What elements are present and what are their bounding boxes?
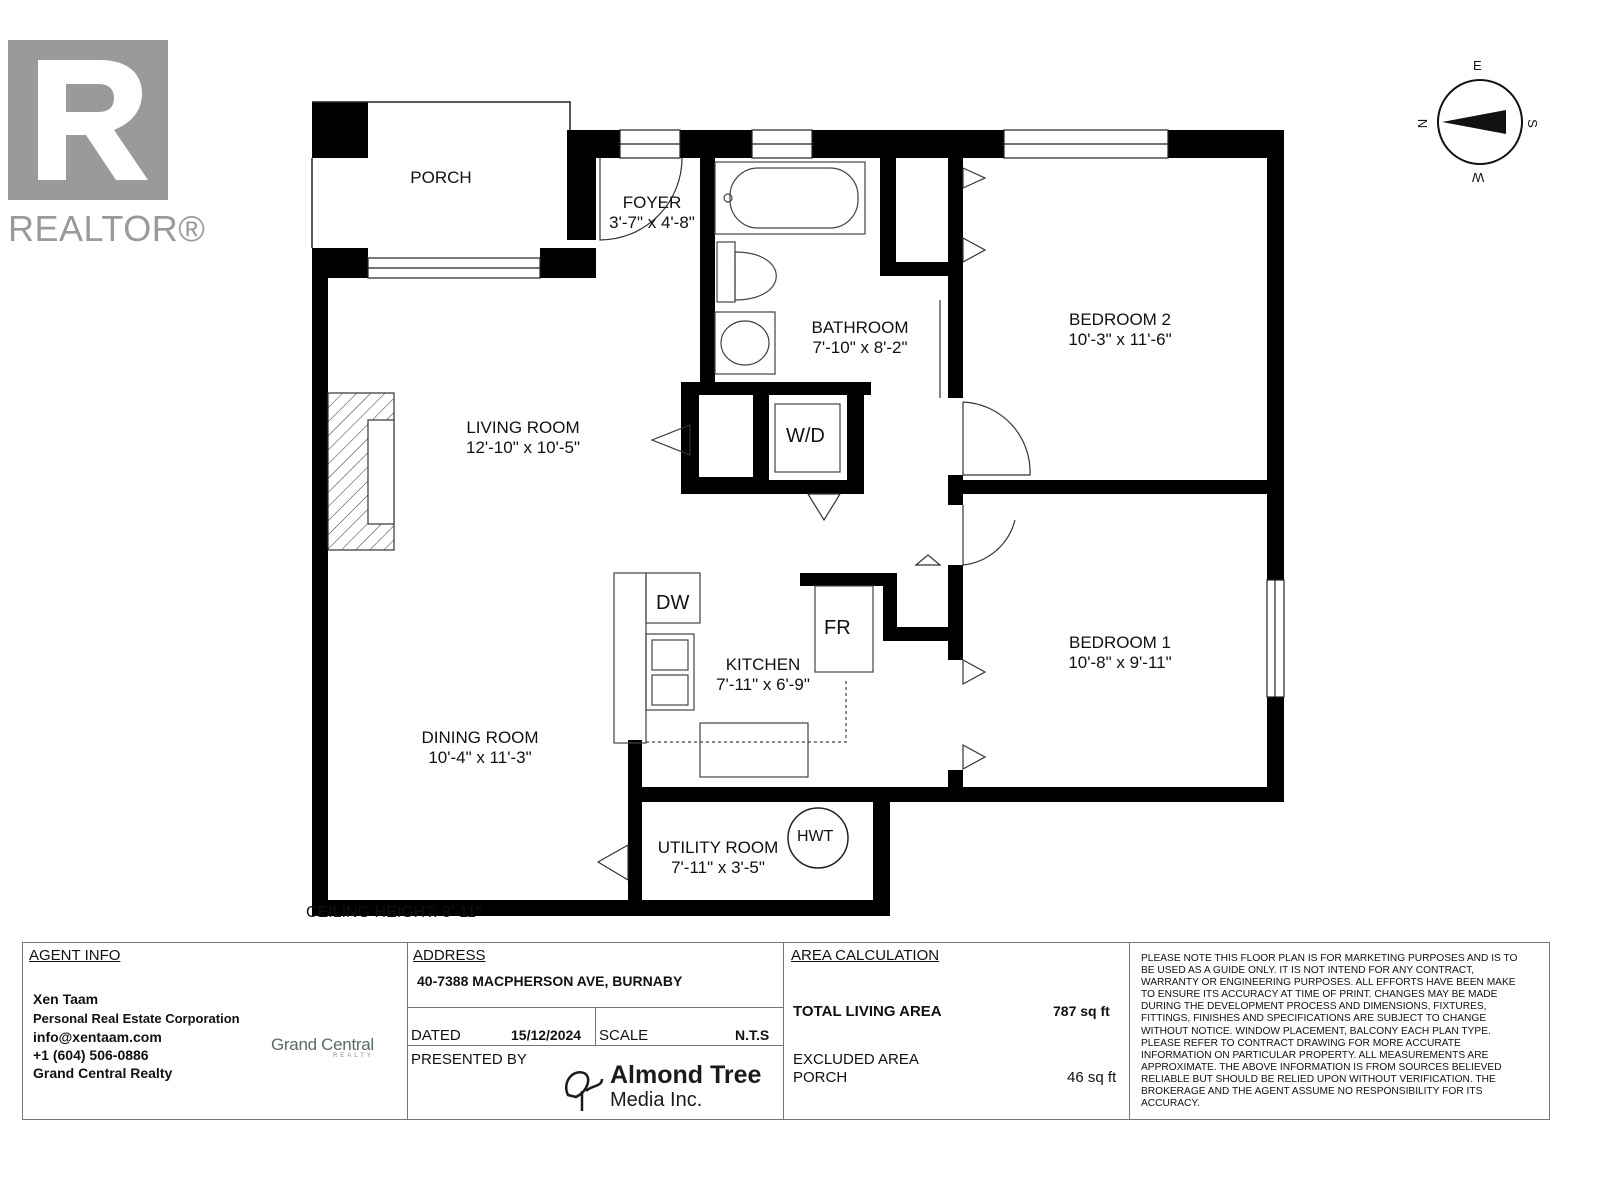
agent-email[interactable]: info@xentaam.com — [33, 1029, 162, 1045]
room-name: UTILITY ROOM — [657, 838, 779, 857]
room-foyer: FOYER 3'-7" x 4'-8" — [592, 193, 712, 233]
info-footer: AGENT INFO Xen Taam Personal Real Estate… — [22, 942, 1550, 1120]
hot-water-tank-label: HWT — [797, 828, 834, 845]
room-bedroom-2: BEDROOM 2 10'-3" x 11'-6" — [1050, 310, 1190, 350]
ceiling-height: CEILING HEIGHT: 8'-11" — [306, 904, 482, 921]
scale-label: SCALE — [599, 1027, 649, 1044]
disclaimer: PLEASE NOTE THIS FLOOR PLAN IS FOR MARKE… — [1141, 953, 1518, 1110]
address-heading: ADDRESS — [413, 947, 486, 964]
realtor-wordmark: REALTOR® — [8, 208, 206, 249]
presenter-line-2: Media Inc. — [610, 1089, 703, 1111]
agent-corporation: Personal Real Estate Corporation — [33, 1011, 240, 1026]
porch-area-label: PORCH — [793, 1069, 848, 1086]
compass-icon — [1437, 79, 1523, 165]
excluded-area-label: EXCLUDED AREA — [793, 1051, 919, 1068]
room-bathroom: BATHROOM 7'-10" x 8'-2" — [800, 318, 920, 358]
room-dining: DINING ROOM 10'-4" x 11'-3" — [410, 728, 550, 768]
porch-outline — [311, 101, 571, 248]
room-dims: 12'-10" x 10'-5" — [465, 438, 580, 457]
room-name: LIVING ROOM — [466, 418, 580, 437]
fridge-label: FR — [824, 617, 851, 639]
room-name: KITCHEN — [725, 655, 801, 674]
compass: E N S W — [1410, 58, 1550, 198]
walls — [312, 102, 1284, 916]
compass-east: E — [1473, 58, 1482, 73]
room-kitchen: KITCHEN 7'-11" x 6'-9" — [703, 655, 823, 695]
area-heading: AREA CALCULATION — [791, 947, 940, 964]
room-dims: 10'-8" x 9'-11" — [1068, 653, 1172, 672]
room-name: BATHROOM — [811, 318, 909, 337]
kitchen-fixtures — [613, 572, 874, 778]
bathroom-fixtures — [714, 161, 866, 375]
logo-subtext: REALTY — [332, 1053, 374, 1059]
address-value: 40-7388 MACPHERSON AVE, BURNABY — [417, 973, 683, 989]
realtor-logo: REALTOR® — [8, 40, 205, 250]
room-dims: 7'-10" x 8'-2" — [812, 338, 908, 357]
dishwasher-label: DW — [656, 592, 690, 614]
hwt-tank — [787, 807, 849, 869]
almond-tree-logo: Almond Tree Media Inc. — [558, 1061, 780, 1115]
room-dims: 10'-3" x 11'-6" — [1068, 330, 1172, 349]
room-name: PORCH — [410, 168, 472, 187]
total-living-value: 787 sq ft — [1053, 1003, 1110, 1019]
presented-by-label: PRESENTED BY — [411, 1051, 527, 1068]
presenter-line-1: Almond Tree — [610, 1061, 762, 1089]
dated-label: DATED — [411, 1027, 461, 1044]
room-name: DINING ROOM — [421, 728, 539, 747]
agent-brokerage: Grand Central Realty — [33, 1065, 173, 1081]
room-bedroom-1: BEDROOM 1 10'-8" x 9'-11" — [1050, 633, 1190, 673]
scale-value: N.T.S — [735, 1027, 770, 1043]
agent-phone[interactable]: +1 (604) 506-0886 — [33, 1047, 149, 1063]
agent-heading: AGENT INFO — [29, 947, 121, 964]
windows — [367, 129, 1285, 698]
washer-dryer-label: W/D — [786, 425, 825, 447]
washer-dryer-box — [774, 403, 841, 473]
room-name: BEDROOM 2 — [1068, 310, 1172, 329]
realtor-r-mark — [8, 40, 168, 200]
dated-value: 15/12/2024 — [511, 1027, 582, 1043]
room-dims: 7'-11" x 6'-9" — [716, 675, 810, 694]
room-name: BEDROOM 1 — [1068, 633, 1172, 652]
room-dims: 3'-7" x 4'-8" — [609, 213, 695, 232]
porch-area-value: 46 sq ft — [1067, 1069, 1117, 1086]
fireplace — [327, 392, 395, 551]
room-name: FOYER — [622, 193, 682, 212]
room-utility: UTILITY ROOM 7'-11" x 3'-5" — [648, 838, 788, 878]
total-living-label: TOTAL LIVING AREA — [793, 1003, 942, 1020]
room-dims: 7'-11" x 3'-5" — [671, 858, 765, 877]
room-dims: 10'-4" x 11'-3" — [428, 748, 532, 767]
almond-leaf-icon — [565, 1071, 604, 1111]
doors — [596, 157, 1031, 882]
room-living: LIVING ROOM 12'-10" x 10'-5" — [448, 418, 598, 458]
logo-text: Grand Central — [271, 1035, 374, 1054]
room-porch: PORCH — [396, 168, 486, 188]
agent-name: Xen Taam — [33, 991, 99, 1007]
grand-central-logo: Grand Central REALTY — [271, 1035, 374, 1059]
